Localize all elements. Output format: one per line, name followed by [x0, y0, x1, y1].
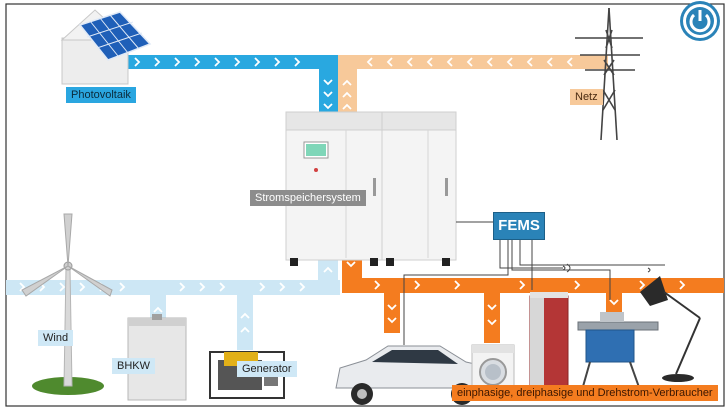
solar-flow-band [125, 55, 338, 120]
diagram-frame [5, 3, 725, 407]
label-wind: Wind [38, 330, 74, 346]
solar-house-icon [60, 9, 152, 85]
desk-lamp-icon [640, 276, 701, 382]
fems-box: FEMS [493, 212, 545, 240]
generation-flow-band [6, 255, 340, 350]
label-verbraucher: einphasige, dreiphasige und Drehstrom-Ve… [452, 385, 718, 401]
label-generator: Generator [237, 361, 297, 377]
power-icon[interactable] [680, 1, 720, 41]
table-saw-icon [577, 312, 659, 391]
power-icon-glyph [683, 4, 717, 38]
heat-pump-icon [529, 292, 569, 387]
battery-cabinet-icon [285, 111, 457, 266]
grid-flow-band [338, 55, 608, 120]
chp-unit-icon [127, 314, 187, 401]
wind-turbine-icon [21, 213, 113, 395]
label-bhkw: BHKW [112, 358, 155, 374]
label-stromspeichersystem: Stromspeichersystem [250, 190, 366, 206]
label-netz: Netz [570, 89, 603, 105]
label-photovoltaik: Photovoltaik [66, 87, 136, 103]
power-pylon-icon [575, 7, 643, 141]
fems-wiring [403, 221, 665, 345]
